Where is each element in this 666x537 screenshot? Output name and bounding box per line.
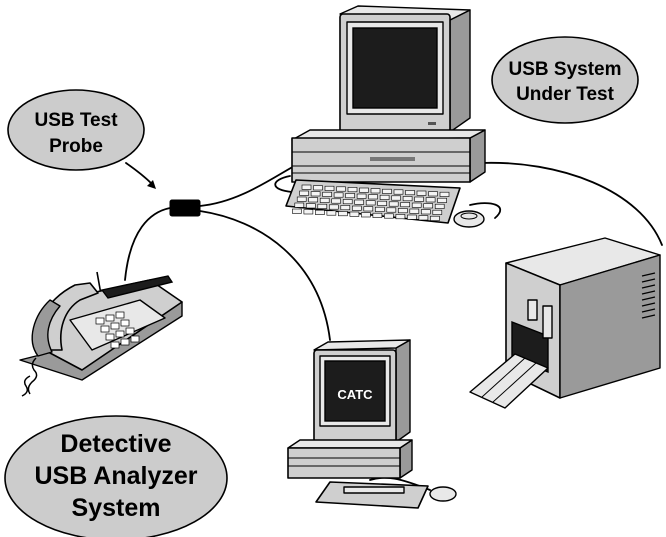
analyzer-screen <box>324 360 386 422</box>
analyzer-label-line2: USB Analyzer <box>34 462 197 490</box>
mouse-icon <box>453 210 485 228</box>
usb-probe-icon <box>169 199 201 217</box>
printer-icon <box>469 237 661 409</box>
keyboard-cord <box>274 175 293 193</box>
system-label-line1: USB System <box>509 59 622 80</box>
computer-screen <box>352 27 438 109</box>
system-label-line2: Under Test <box>516 84 615 105</box>
probe-pointer-arrow <box>125 162 156 189</box>
mouse-icon <box>429 486 457 502</box>
cable-to-telephone <box>124 207 171 281</box>
printer-vents <box>641 272 656 319</box>
computer-icon: CATC <box>287 339 413 479</box>
telephone-keypad <box>95 311 140 349</box>
usb-test-probe-bubble: USB Test Probe <box>7 89 145 171</box>
telephone-icon <box>19 271 183 397</box>
keyboard-icon <box>315 481 429 509</box>
mouse-cord <box>469 202 502 219</box>
cable-to-analyzer <box>199 210 331 341</box>
probe-label-line1: USB Test <box>34 110 118 131</box>
computer-icon <box>291 5 486 183</box>
probe-label-line2: Probe <box>49 136 103 157</box>
analyzer-screen-label: CATC <box>337 387 373 402</box>
analyzer-system-bubble: Detective USB Analyzer System <box>4 415 228 537</box>
cable-to-printer <box>479 161 663 246</box>
keyboard-icon <box>285 179 461 224</box>
analyzer-label-line1: Detective <box>60 430 171 458</box>
usb-system-under-test-bubble: USB System Under Test <box>491 36 639 124</box>
analyzer-label-line3: System <box>72 494 161 522</box>
keyboard-keys <box>292 184 450 221</box>
